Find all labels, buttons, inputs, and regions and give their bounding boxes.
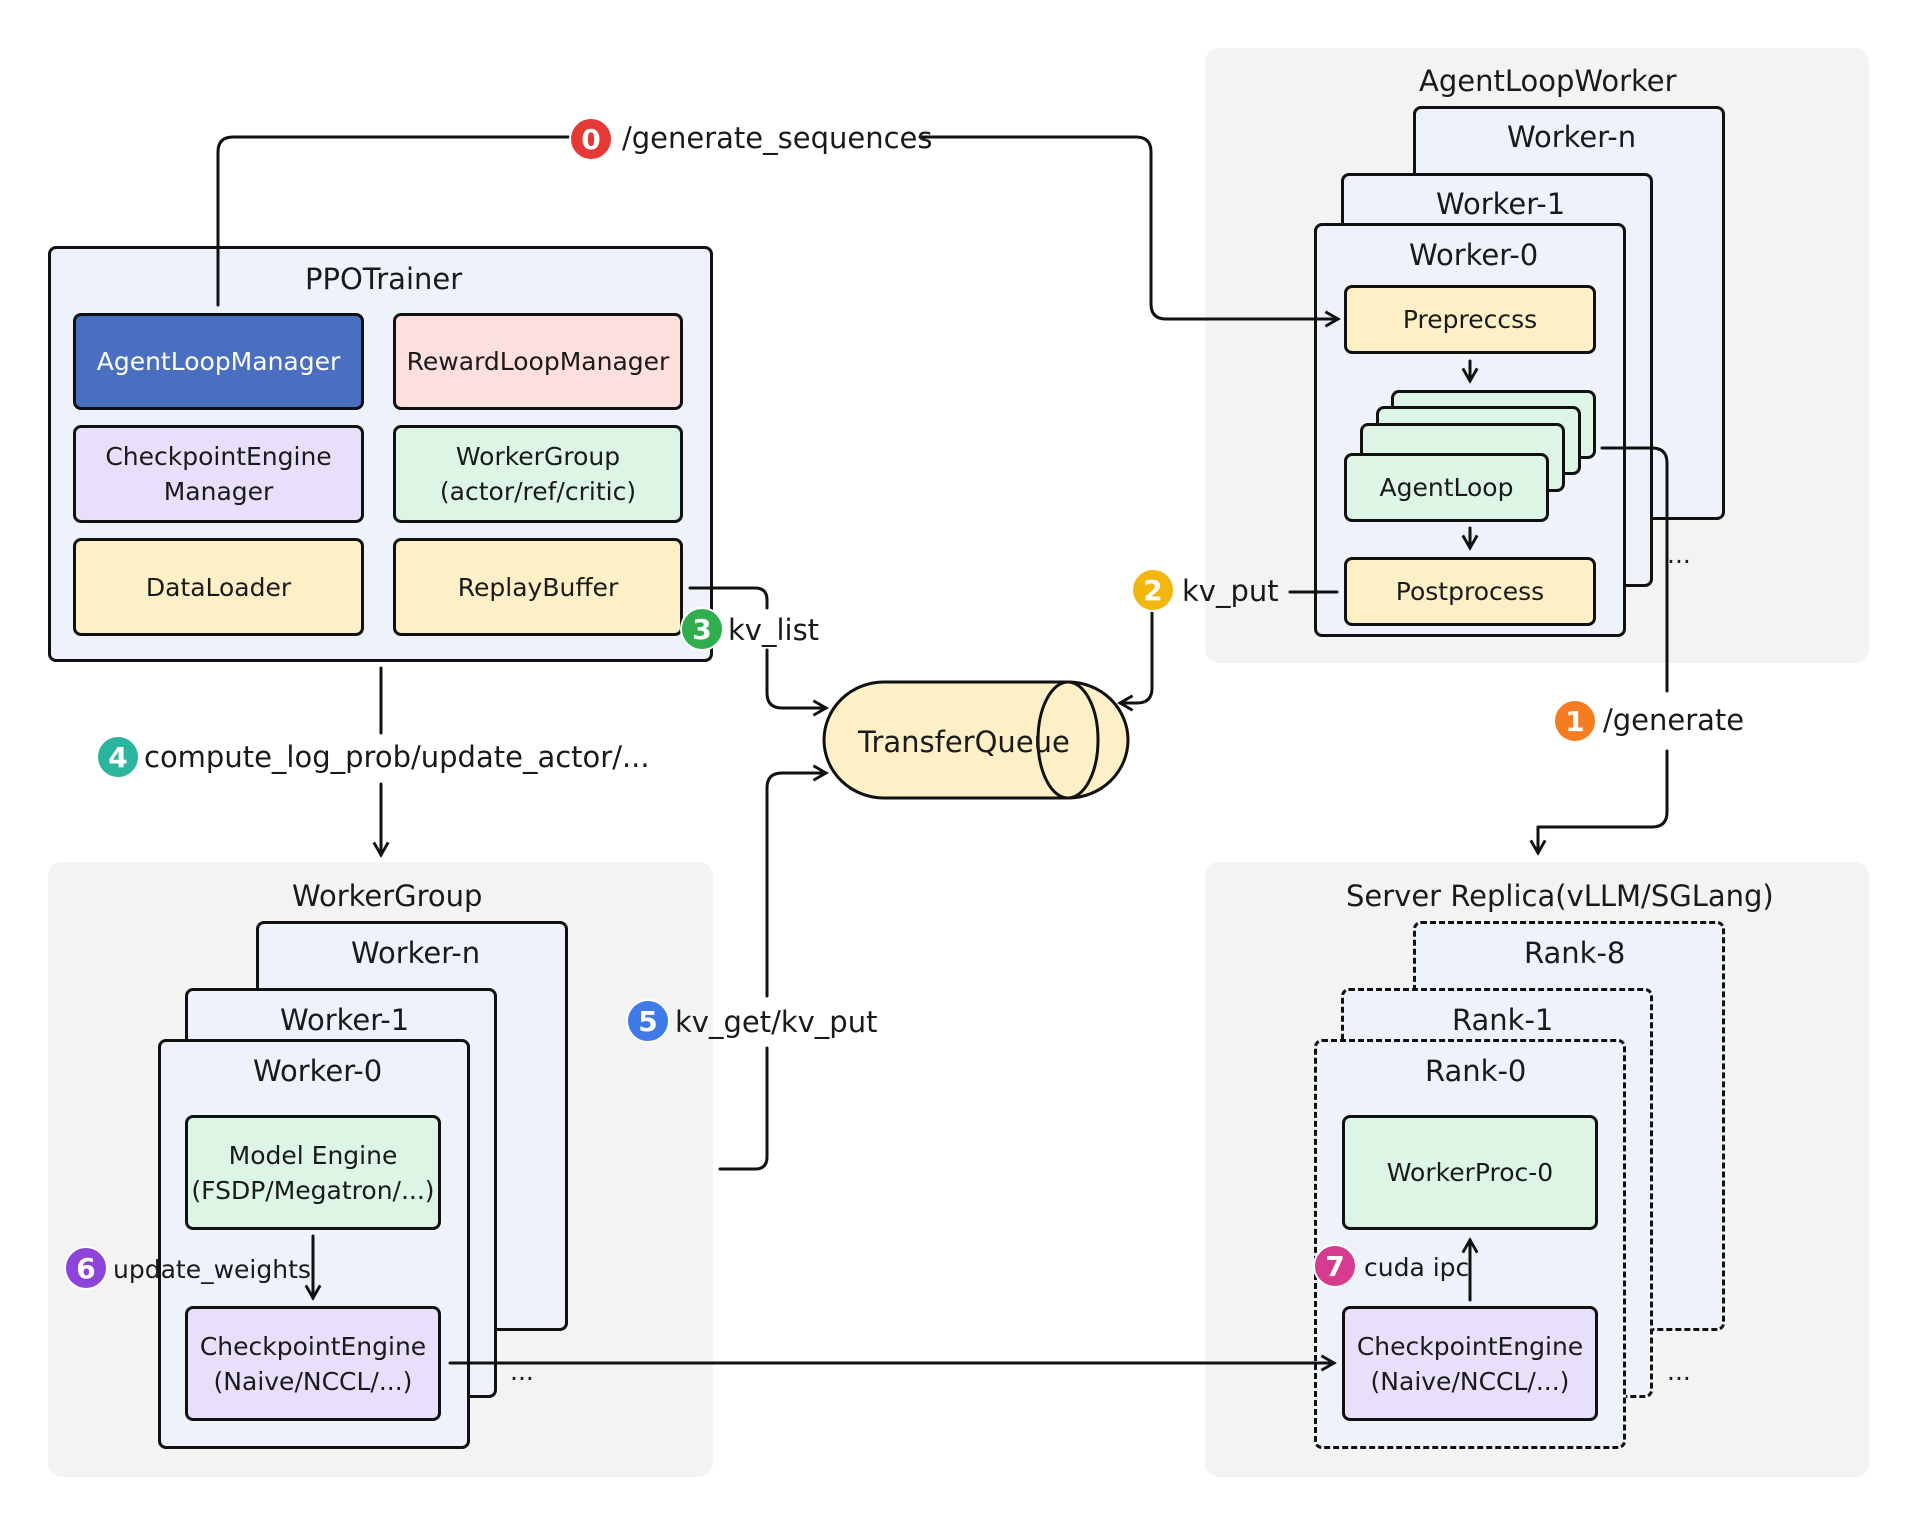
sr-ellipsis: ... (1667, 1357, 1691, 1386)
edge-label-kv-get-kv-put: kv_get/kv_put (675, 1005, 878, 1039)
edge-label-update-weights: update_weights (113, 1255, 311, 1284)
data-loader-box[interactable]: DataLoader (73, 538, 364, 636)
step-badge-4: 4 (96, 735, 140, 779)
worker-proc-box[interactable]: WorkerProc-0 (1342, 1115, 1598, 1230)
edge-generate-sequences (216, 135, 574, 307)
step-badge-6: 6 (64, 1246, 108, 1290)
agent-loop-worker-title: AgentLoopWorker (1419, 64, 1677, 98)
reward-loop-manager-box[interactable]: RewardLoopManager (393, 313, 683, 410)
checkpoint-engine-manager-box[interactable]: CheckpointEngine Manager (73, 425, 364, 523)
alw-worker-n-label: Worker-n (1507, 120, 1637, 154)
edge-label-kv-put: kv_put (1182, 574, 1279, 608)
step-badge-1: 1 (1553, 699, 1597, 743)
alw-ellipsis: ... (1667, 540, 1691, 569)
edge-label-generate: /generate (1603, 703, 1745, 737)
edge-label-generate-sequences: /generate_sequences (622, 121, 933, 155)
agent-loop-manager-box[interactable]: AgentLoopManager (73, 313, 364, 410)
model-engine-box[interactable]: Model Engine (FSDP/Megatron/...) (185, 1115, 441, 1230)
rank-1-label: Rank-1 (1452, 1003, 1554, 1037)
step-badge-7: 7 (1313, 1244, 1357, 1288)
rank-8-label: Rank-8 (1524, 936, 1626, 970)
step-badge-3: 3 (680, 607, 724, 651)
step-badge-0: 0 (569, 117, 613, 161)
agent-loop-box[interactable]: AgentLoop (1344, 453, 1549, 522)
edge-kv-get-kv-put (718, 1046, 769, 1171)
edge-label-cuda-ipc: cuda ipc (1364, 1253, 1470, 1282)
replay-buffer-box[interactable]: ReplayBuffer (393, 538, 683, 636)
wg-worker-0-label: Worker-0 (253, 1054, 383, 1088)
preprocess-box[interactable]: Prepreccss (1344, 285, 1596, 354)
rank-0-label: Rank-0 (1425, 1054, 1527, 1088)
transfer-queue-label: TransferQueue (858, 725, 1070, 759)
edge-label-compute-log-prob: compute_log_prob/update_actor/... (144, 740, 650, 774)
postprocess-box[interactable]: Postprocess (1344, 557, 1596, 626)
wg-checkpoint-engine-box[interactable]: CheckpointEngine (Naive/NCCL/...) (185, 1306, 441, 1421)
sr-checkpoint-engine-box[interactable]: CheckpointEngine (Naive/NCCL/...) (1342, 1306, 1598, 1421)
step-badge-2: 2 (1131, 568, 1175, 612)
edge-generate (1600, 446, 1669, 693)
transfer-queue-cylinder[interactable] (818, 676, 1138, 804)
edge-label-kv-list: kv_list (728, 613, 820, 647)
worker-group-actor-ref-critic-box[interactable]: WorkerGroup (actor/ref/critic) (393, 425, 683, 523)
ppo-trainer-title: PPOTrainer (305, 262, 463, 296)
server-replica-title: Server Replica(vLLM/SGLang) (1346, 879, 1774, 913)
alw-worker-1-label: Worker-1 (1436, 187, 1566, 221)
edge-kv-list (688, 586, 769, 610)
wg-worker-n-label: Worker-n (351, 936, 481, 970)
worker-group-title: WorkerGroup (292, 879, 483, 913)
wg-worker-1-label: Worker-1 (280, 1003, 410, 1037)
alw-worker-0-label: Worker-0 (1409, 238, 1539, 272)
step-badge-5: 5 (626, 999, 670, 1043)
